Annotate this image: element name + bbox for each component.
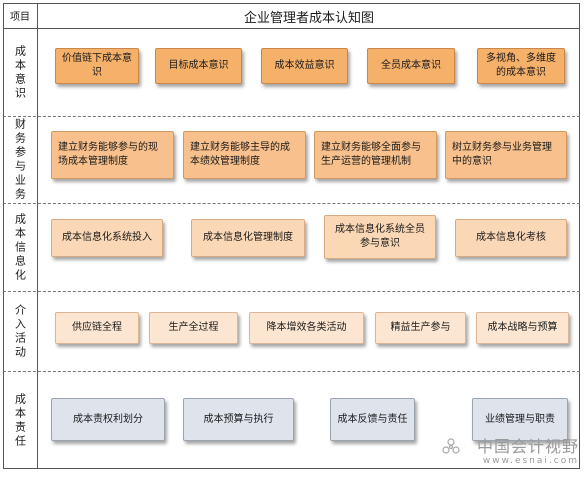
box-informatization-management-system: 成本信息化管理制度 — [191, 219, 305, 257]
box-target-cost-awareness: 目标成本意识 — [155, 48, 242, 84]
row-divider — [3, 371, 580, 372]
row-divider — [3, 116, 580, 117]
box-field-cost-management-system: 建立财务能够参与的现场成本管理制度 — [51, 131, 174, 179]
box-cost-budget-execution: 成本预算与执行 — [183, 398, 294, 441]
box-cost-performance-management-system: 建立财务能够主导的成本绩效管理制度 — [183, 131, 306, 179]
box-cost-feedback-responsibility: 成本反馈与责任 — [330, 398, 415, 441]
box-cost-benefit-awareness: 成本效益意识 — [261, 48, 348, 84]
box-supply-chain: 供应链全程 — [55, 312, 139, 344]
row-label-cost-responsibility: 成本责任 — [13, 392, 27, 449]
watermark-url: www.esnai.com — [482, 456, 579, 466]
box-cost-strategy-budget: 成本战略与预算 — [476, 312, 569, 344]
row-divider — [3, 291, 580, 292]
box-cost-reduction-activities: 降本增效各类活动 — [249, 312, 364, 344]
header-divider — [3, 28, 580, 29]
box-production-process: 生产全过程 — [149, 312, 238, 344]
row-divider — [3, 203, 580, 204]
row-label-cost-informatization: 成本信息化 — [13, 212, 27, 283]
watermark-name: 中国会计视野 — [476, 437, 579, 456]
box-cost-rights-division: 成本责权利划分 — [51, 398, 165, 441]
box-finance-business-management-awareness: 树立财务参与业务管理中的意识 — [445, 131, 567, 179]
box-informatization-assessment: 成本信息化考核 — [455, 219, 567, 257]
box-production-operation-mechanism: 建立财务能够全面参与生产运营的管理机制 — [314, 131, 437, 179]
box-lean-production: 精益生产参与 — [375, 312, 466, 344]
row-label-cost-awareness: 成本意识 — [13, 44, 27, 101]
diagram-title: 企业管理者成本认知图 — [243, 10, 374, 26]
box-informatization-system-investment: 成本信息化系统投入 — [51, 219, 163, 257]
box-multi-perspective-cost-awareness: 多视角、多维度的成本意识 — [477, 48, 565, 84]
diagram-frame — [3, 3, 580, 469]
item-column-header: 项目 — [10, 11, 30, 23]
snowflake-icon — [442, 438, 460, 454]
row-label-finance-in-business: 财务参与业务 — [13, 118, 27, 202]
label-column-divider — [37, 3, 38, 469]
box-value-chain-cost-awareness: 价值链下成本意识 — [55, 48, 139, 84]
box-performance-management-duty: 业绩管理与职责 — [472, 398, 568, 441]
row-label-intervention-activities: 介入活动 — [13, 303, 27, 360]
box-all-staff-cost-awareness: 全员成本意识 — [367, 48, 455, 84]
watermark: 中国会计视野 www.esnai.com — [439, 438, 579, 467]
box-informatization-all-staff-participation: 成本信息化系统全员参与意识 — [324, 215, 436, 259]
